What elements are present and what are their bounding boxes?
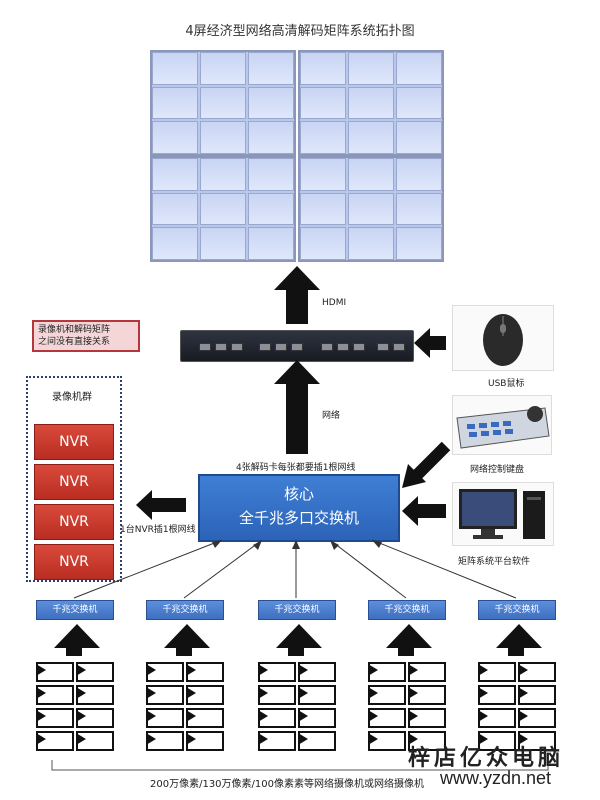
nvr-1: NVR: [34, 424, 114, 460]
watermark-url: www.yzdn.net: [440, 768, 552, 788]
hdmi-label: HDMI: [322, 298, 347, 308]
edge-switch-5: 千兆交换机: [478, 600, 556, 620]
screen-3: [150, 156, 296, 262]
core-switch: 核心 全千兆多口交换机: [198, 474, 400, 542]
decoder-matrix: [180, 330, 414, 362]
cam-arrow-1: [54, 624, 100, 656]
usb-mouse: [452, 305, 554, 371]
watermark-brand: 梓店亿众电脑: [408, 745, 565, 771]
decoder-cable-label: 4张解码卡每张都要插1根网线: [236, 463, 356, 473]
keyboard-label: 网络控制键盘: [470, 465, 525, 475]
network-keyboard: [452, 395, 552, 455]
network-label: 网络: [322, 411, 341, 421]
screen-1: [150, 50, 296, 156]
software-label: 矩阵系统平台软件: [458, 557, 531, 567]
screen-4: [298, 156, 444, 262]
mouse-arrow: [414, 328, 446, 358]
nvr-group: 录像机群 NVR NVR NVR NVR: [26, 376, 122, 582]
cam-arrow-4: [386, 624, 432, 656]
diagram-title: 4屏经济型网络高清解码矩阵系统拓扑图: [185, 24, 415, 39]
screen-2: [298, 50, 444, 156]
core-switch-line-1: 核心: [283, 485, 314, 503]
nvr-arrow: [136, 490, 186, 520]
keyboard-arrow: [402, 441, 451, 488]
video-wall: [150, 50, 444, 262]
cam-arrow-3: [276, 624, 322, 656]
hdmi-arrow: [274, 266, 320, 324]
edge-switch-1: 千兆交换机: [36, 600, 114, 620]
software-arrow: [402, 496, 446, 526]
edge-switch-3: 千兆交换机: [258, 600, 336, 620]
network-arrow: [274, 360, 320, 454]
camera-group-4: [368, 662, 448, 752]
nvr-3: NVR: [34, 504, 114, 540]
edge-switch-2: 千兆交换机: [146, 600, 224, 620]
note-box: 录像机和解码矩阵 之间没有直接关系: [32, 320, 140, 352]
platform-software-pc: [452, 482, 554, 546]
camera-group-2: [146, 662, 226, 752]
usb-mouse-label: USB鼠标: [488, 379, 525, 389]
keyboard-icon: [456, 406, 550, 449]
camera-group-3: [258, 662, 338, 752]
nvr-4: NVR: [34, 544, 114, 580]
camera-caption: 200万像素/130万像素/100像素素等网络摄像机或网络摄像机: [150, 779, 424, 790]
note-line-1: 录像机和解码矩阵: [38, 325, 111, 335]
edge-switch-4: 千兆交换机: [368, 600, 446, 620]
cam-arrow-2: [164, 624, 210, 656]
nvr-cable-label: 1台NVR插1根网线: [120, 525, 196, 535]
note-line-2: 之间没有直接关系: [38, 337, 111, 347]
mouse-icon: [483, 314, 523, 366]
nvr-2: NVR: [34, 464, 114, 500]
camera-group-1: [36, 662, 116, 752]
computer-icon: [459, 489, 545, 539]
nvr-group-title: 录像机群: [52, 392, 92, 403]
core-switch-line-2: 全千兆多口交换机: [238, 509, 359, 527]
camera-group-5: [478, 662, 558, 752]
cam-arrow-5: [496, 624, 542, 656]
